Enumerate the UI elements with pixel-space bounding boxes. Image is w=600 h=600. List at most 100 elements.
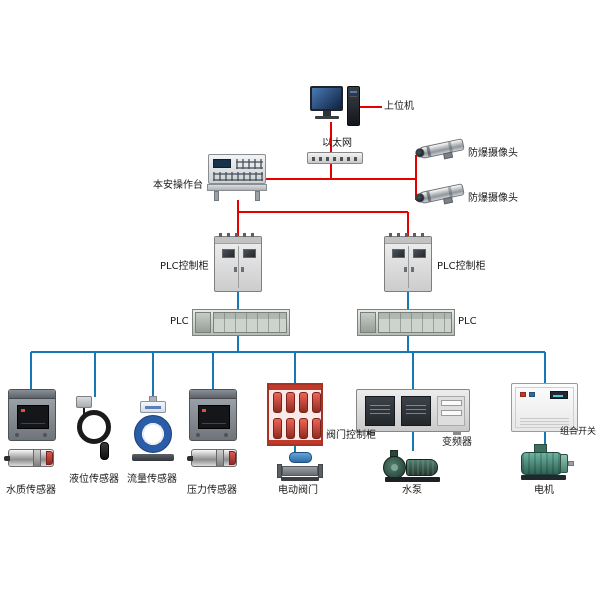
label-plc-left: PLC (170, 316, 189, 327)
label-motor: 电机 (534, 485, 554, 496)
inverter-nameplate (441, 400, 462, 406)
valve-flange (318, 464, 323, 478)
console-panel (208, 154, 266, 184)
valve-cylinder (286, 418, 295, 439)
ethernet-switch (307, 152, 363, 164)
indicator-blue (529, 392, 535, 397)
sensor-box-cap (9, 390, 55, 399)
console-buttons (236, 159, 263, 169)
plc-rack-right (357, 309, 455, 336)
transmitter-cable (4, 456, 10, 461)
sensor-led (21, 409, 25, 412)
transmitter-tip (229, 451, 236, 465)
console-leg (255, 191, 260, 201)
valve-cylinder (273, 418, 282, 439)
pressure-transmitter (187, 449, 237, 467)
valve-cylinder (273, 392, 282, 413)
label-water-pump: 水泵 (402, 485, 422, 496)
console-desk (207, 184, 267, 191)
operation-console (207, 154, 267, 201)
label-flow-sensor: 流量传感器 (127, 474, 177, 485)
water-quality-sensor-box (8, 389, 56, 441)
cabinet-latch (241, 267, 244, 272)
plc-cabinet-right-device (384, 233, 432, 292)
console-screen (213, 159, 231, 168)
inverter-panel (365, 396, 395, 426)
monitor-icon (310, 86, 343, 111)
pump-motor (406, 459, 438, 476)
level-sensor-junction-box (76, 396, 92, 414)
monitor-base (315, 116, 339, 119)
inverter-cabinet (356, 389, 470, 435)
level-sensor-probe (100, 442, 109, 460)
pump-volute (383, 456, 406, 479)
cabinet-window (222, 249, 235, 258)
cabinet-top (215, 237, 261, 244)
monitor-stand (323, 111, 331, 116)
motor-device (518, 444, 574, 481)
electric-valve-device (275, 452, 325, 482)
water-pump-device (383, 450, 443, 482)
inverter-side-section (437, 396, 465, 426)
rack-io-modules (213, 312, 287, 333)
combination-switch-cabinet (511, 383, 578, 432)
valve-body (282, 466, 318, 476)
flow-meter-flange (132, 454, 174, 461)
valve-actuator (289, 452, 312, 463)
label-plc-cabinet-right: PLC控制柜 (437, 261, 486, 272)
motor-shaft (568, 461, 574, 466)
label-plc-cabinet-left: PLC控制柜 (160, 261, 209, 272)
level-sensor-cable-coil (77, 410, 111, 444)
console-buttons-row (213, 172, 263, 181)
valve-flange (277, 464, 282, 478)
transmitter-hex-nut (33, 450, 41, 466)
flow-meter-display (140, 401, 166, 413)
pump-base (385, 477, 440, 482)
label-host: 上位机 (384, 101, 414, 112)
sensor-box-panel (17, 405, 49, 429)
valve-base (281, 477, 319, 481)
transmitter-hex-nut (216, 450, 224, 466)
transmitter-tip (46, 451, 53, 465)
valve-cylinder (312, 418, 321, 439)
level-sensor-device (72, 396, 118, 464)
valve-cylinder (286, 392, 295, 413)
switch-display (550, 391, 568, 399)
label-water-quality-sensor: 水质传感器 (6, 485, 56, 496)
label-console: 本安操作台 (153, 180, 203, 191)
flow-meter-ring (134, 415, 172, 453)
valve-cylinder (312, 392, 321, 413)
label-pressure-sensor: 压力传感器 (187, 485, 237, 496)
plc-rack-left (192, 309, 290, 336)
label-camera-top: 防爆摄像头 (468, 148, 518, 159)
inverter-panel (401, 396, 431, 426)
indicator-red (520, 392, 526, 397)
cabinet-latch (234, 267, 237, 272)
flow-sensor-device (130, 396, 176, 462)
console-leg (214, 191, 219, 201)
label-combination-switch: 组合开关 (560, 427, 597, 437)
motor-end-cap (560, 454, 568, 473)
host-computer (310, 86, 360, 128)
cabinet-window (392, 249, 405, 258)
motor-base (521, 475, 566, 480)
label-level-sensor: 液位传感器 (69, 474, 119, 485)
motor-body (521, 452, 562, 475)
cabinet-window (413, 249, 426, 258)
camera-mount (443, 151, 454, 160)
rack-power-module (195, 312, 211, 333)
cabinet-latch (411, 267, 414, 272)
water-quality-transmitter (4, 449, 54, 467)
label-plc-right: PLC (458, 316, 477, 327)
rack-io-modules (378, 312, 452, 333)
inverter-nameplate (441, 410, 462, 416)
valve-cylinder (299, 418, 308, 439)
label-valve-control-cabinet: 阀门控制柜 (326, 430, 376, 441)
sensor-box-cap (190, 390, 236, 399)
label-ethernet: 以太网 (322, 138, 352, 149)
cabinet-window (243, 249, 256, 258)
pressure-sensor-box (189, 389, 237, 441)
label-electric-valve: 电动阀门 (278, 485, 318, 496)
